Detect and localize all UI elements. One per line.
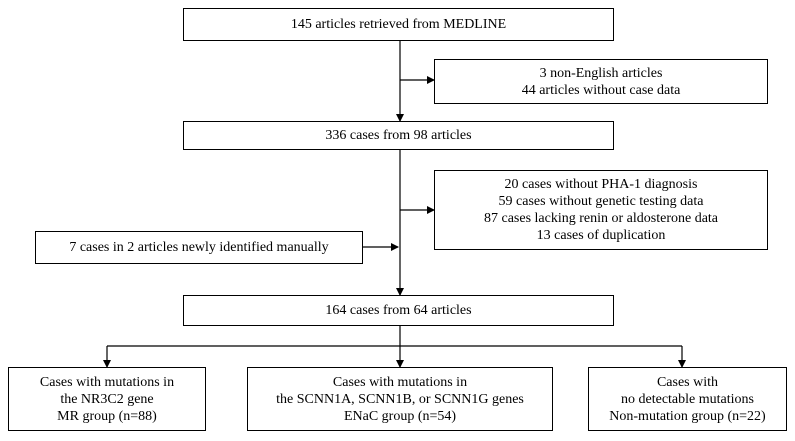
group-box-enac: Cases with mutations in the SCNN1A, SCNN… xyxy=(247,367,553,431)
exclusion-2-line-2: 59 cases without genetic testing data xyxy=(498,194,704,209)
middle-box: 336 cases from 98 articles xyxy=(183,121,614,150)
final-box-text: 164 cases from 64 articles xyxy=(325,303,472,318)
group-non-mutation-line-2: no detectable mutations xyxy=(621,391,754,407)
group-enac-line-2: the SCNN1A, SCNN1B, or SCNN1G genes xyxy=(276,391,524,407)
exclusion-1-line-1: 3 non-English articles xyxy=(539,65,663,81)
manual-addition-text: 7 cases in 2 articles newly identified m… xyxy=(69,240,329,255)
exclusion-2-line-1: 20 cases without PHA-1 diagnosis xyxy=(504,177,698,192)
group-enac-line-1: Cases with mutations in xyxy=(332,374,468,390)
exclusion-1-line-2: 44 articles without case data xyxy=(521,82,681,98)
group-box-mr: Cases with mutations in the NR3C2 gene M… xyxy=(8,367,206,431)
exclusion-2-line-3: 87 cases lacking renin or aldosterone da… xyxy=(483,211,719,226)
exclusion-2-line-4: 13 cases of duplication xyxy=(536,228,666,243)
group-non-mutation-line-3: Non-mutation group (n=22) xyxy=(609,408,766,424)
exclusion-box-2: 20 cases without PHA-1 diagnosis 59 case… xyxy=(434,170,768,250)
exclusion-box-1: 3 non-English articles 44 articles witho… xyxy=(434,59,768,104)
group-mr-line-2: the NR3C2 gene xyxy=(60,391,154,407)
top-box: 145 articles retrieved from MEDLINE xyxy=(183,8,614,41)
group-non-mutation-line-1: Cases with xyxy=(656,374,719,390)
group-box-non-mutation: Cases with no detectable mutations Non-m… xyxy=(588,367,787,431)
group-mr-line-1: Cases with mutations in xyxy=(39,374,175,390)
top-box-text: 145 articles retrieved from MEDLINE xyxy=(290,17,507,32)
final-box: 164 cases from 64 articles xyxy=(183,295,614,326)
group-enac-line-3: ENaC group (n=54) xyxy=(343,408,457,424)
middle-box-text: 336 cases from 98 articles xyxy=(325,128,472,143)
manual-addition-box: 7 cases in 2 articles newly identified m… xyxy=(35,231,363,264)
group-mr-line-3: MR group (n=88) xyxy=(57,408,157,424)
